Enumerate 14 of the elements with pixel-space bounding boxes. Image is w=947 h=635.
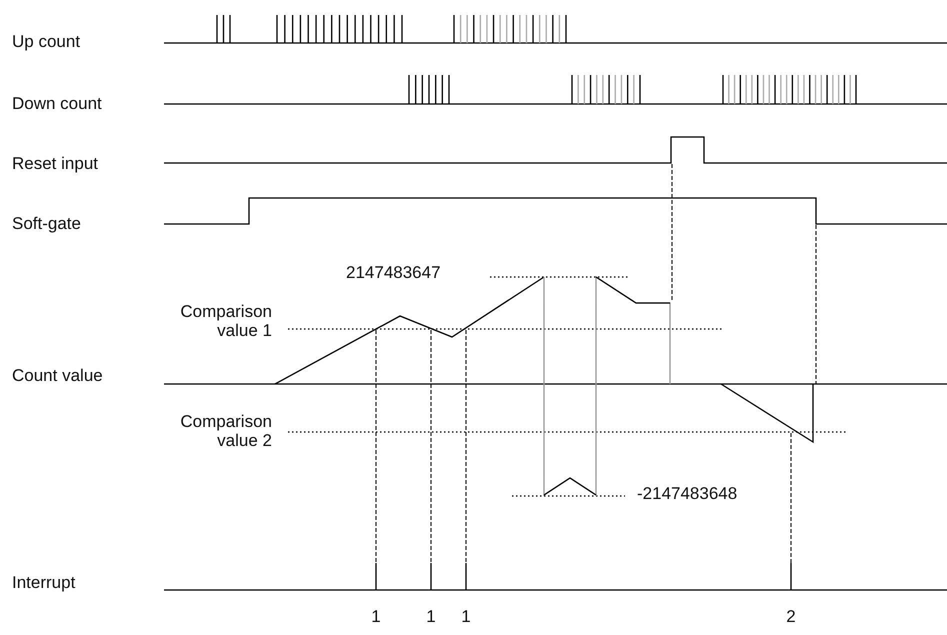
interrupt-count-number: 2 (786, 607, 796, 626)
value-label: -2147483648 (637, 484, 738, 503)
signal-label: Soft-gate (12, 214, 81, 233)
signal-label: Reset input (12, 154, 98, 173)
interrupt-count-number: 1 (461, 607, 471, 626)
interrupt-count-number: 1 (426, 607, 436, 626)
signal-label: Interrupt (12, 573, 76, 592)
signal-label: Up count (12, 32, 80, 51)
interrupt-count-number: 1 (371, 607, 381, 626)
value-label: 2147483647 (346, 263, 441, 282)
signal-label: Count value (12, 366, 103, 385)
threshold-label: Comparison value 2 (179, 412, 272, 450)
threshold-label: Comparison value 1 (179, 302, 272, 340)
signal-label: Down count (12, 94, 102, 113)
